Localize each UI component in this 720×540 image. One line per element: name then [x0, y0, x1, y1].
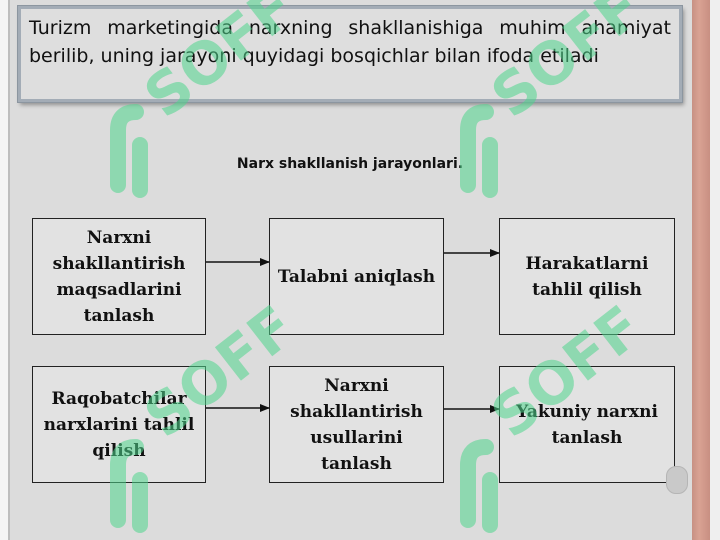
step-analyze-competitor-prices: Raqobatchilar narxlarini tahlil qilish	[32, 366, 206, 483]
intro-text: Turizm marketingida narxning shakllanish…	[29, 17, 671, 67]
step-choose-pricing-methods: Narxni shakllantirish usullarini tanlash	[269, 366, 444, 483]
diagram-title: Narx shakllanish jarayonlari.	[236, 156, 464, 172]
intro-textbox: Turizm marketingida narxning shakllanish…	[17, 5, 683, 103]
step-choose-final-price: Yakuniy narxni tanlash	[499, 366, 675, 483]
step-choose-pricing-goals: Narxni shakllantirish maqsadlarini tanla…	[32, 218, 206, 335]
decorative-side-stripe	[692, 0, 710, 540]
step-determine-demand: Talabni aniqlash	[269, 218, 444, 335]
step-analyze-actions: Harakatlarni tahlil qilish	[499, 218, 675, 335]
page-edge	[710, 0, 720, 540]
slide-nav-dot	[666, 466, 688, 494]
